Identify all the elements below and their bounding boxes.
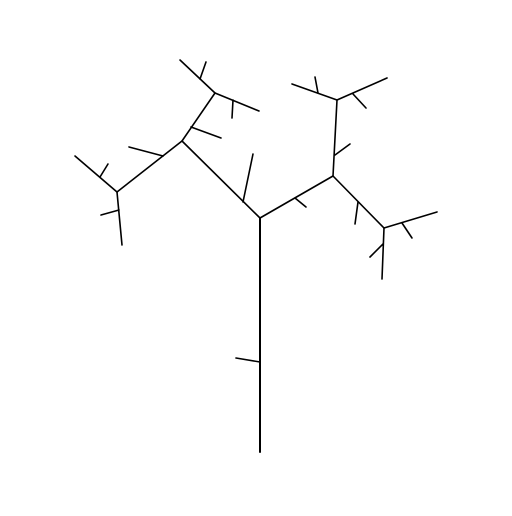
branch <box>116 140 183 193</box>
twig <box>383 211 438 229</box>
limb-right <box>259 175 334 219</box>
twig <box>74 155 118 193</box>
trunk-twig <box>235 357 261 363</box>
limb-right-twig <box>294 197 307 208</box>
twig <box>381 227 385 280</box>
twig <box>401 222 413 239</box>
twig <box>334 143 351 156</box>
twig <box>352 93 367 109</box>
twig <box>291 83 338 101</box>
twig <box>336 77 388 101</box>
twig <box>369 243 384 258</box>
twig <box>354 201 359 225</box>
twig <box>128 146 164 157</box>
branch <box>332 99 338 177</box>
limb-left-twig <box>242 153 254 203</box>
twig <box>314 76 319 94</box>
twig <box>214 92 260 112</box>
twig <box>179 59 216 94</box>
twig <box>116 191 123 246</box>
twig <box>190 126 222 139</box>
twig <box>99 163 109 178</box>
twig <box>231 99 234 119</box>
branch <box>181 92 216 142</box>
twig <box>100 209 120 216</box>
twig <box>199 61 207 80</box>
limb-left <box>181 140 261 219</box>
